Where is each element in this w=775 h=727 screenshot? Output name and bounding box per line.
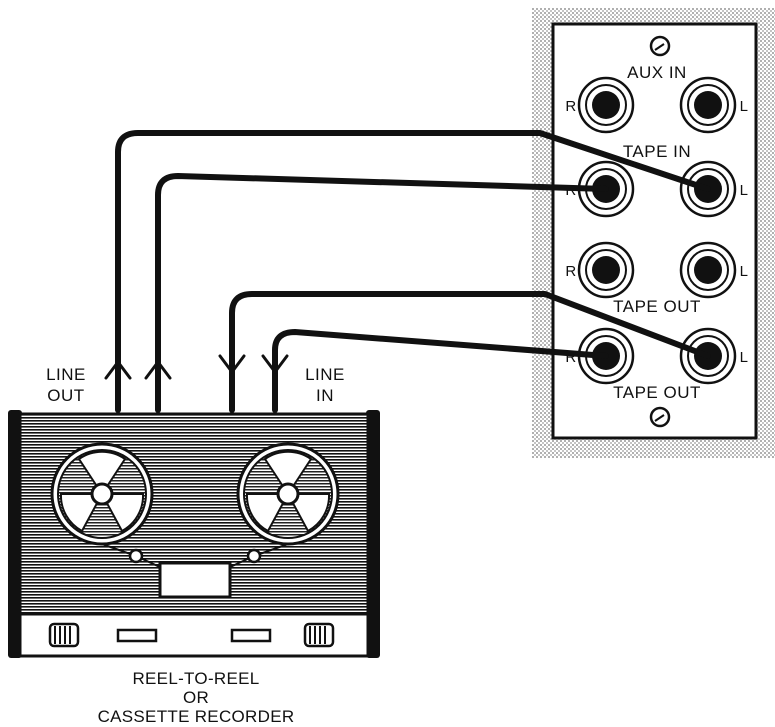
arrow-down-icon	[261, 354, 289, 374]
aux-in-l-jack[interactable]	[679, 76, 737, 134]
arrow-up-icon	[144, 360, 172, 380]
amplifier-panel: AUX IN R L TAPE IN R L R L TAPE OUT R L …	[532, 8, 775, 458]
screw-icon	[649, 406, 671, 428]
tape-in-label: TAPE IN	[623, 142, 691, 161]
arrow-up-icon	[104, 360, 132, 380]
left-control-button[interactable]	[116, 628, 158, 643]
cable-line-out-to-tape-in-l	[115, 130, 711, 413]
aux-in-r-jack[interactable]	[577, 76, 635, 134]
tape-out-label-lower: TAPE OUT	[613, 383, 701, 402]
left-knob[interactable]	[48, 622, 80, 648]
caption-cassette-recorder: CASSETTE RECORDER	[98, 707, 295, 726]
left-reel	[50, 442, 154, 546]
right-control-button[interactable]	[230, 628, 272, 643]
tape-out-l-label-lower: L	[740, 349, 749, 366]
tape-out-r-jack-lower[interactable]	[577, 327, 635, 385]
line-out-label-out: OUT	[47, 386, 84, 405]
tape-head-cover	[158, 561, 232, 599]
caption-or: OR	[183, 688, 209, 707]
right-reel	[236, 442, 340, 546]
tape-out-r-jack-upper[interactable]	[577, 241, 635, 299]
aux-in-label: AUX IN	[627, 63, 687, 82]
right-knob[interactable]	[303, 622, 335, 648]
tape-out-r-label-lower: R	[565, 349, 576, 366]
line-in-label-line: LINE	[305, 365, 345, 384]
cable-tape-out-l-to-line-in	[229, 291, 711, 413]
tape-guide-right	[246, 548, 262, 564]
aux-in-r-label: R	[565, 98, 576, 115]
tape-out-r-label-upper: R	[565, 263, 576, 280]
tape-recorder	[8, 410, 380, 658]
caption-reel-to-reel: REEL-TO-REEL	[132, 669, 259, 688]
tape-out-l-jack-upper[interactable]	[679, 241, 737, 299]
tape-out-label-upper: TAPE OUT	[613, 297, 701, 316]
tape-in-l-label: L	[740, 182, 749, 199]
line-out-label-line: LINE	[46, 365, 86, 384]
screw-icon	[649, 35, 671, 57]
cable-line-out-to-tape-in-r	[155, 173, 609, 413]
tape-out-l-label-upper: L	[740, 263, 749, 280]
cable-tape-out-r-to-line-in	[272, 329, 609, 413]
arrow-down-icon	[218, 354, 246, 374]
cables	[115, 130, 711, 413]
tape-guide-left	[128, 548, 144, 564]
tape-path	[101, 543, 289, 599]
aux-in-l-label: L	[740, 98, 749, 115]
line-in-label-in: IN	[316, 386, 334, 405]
